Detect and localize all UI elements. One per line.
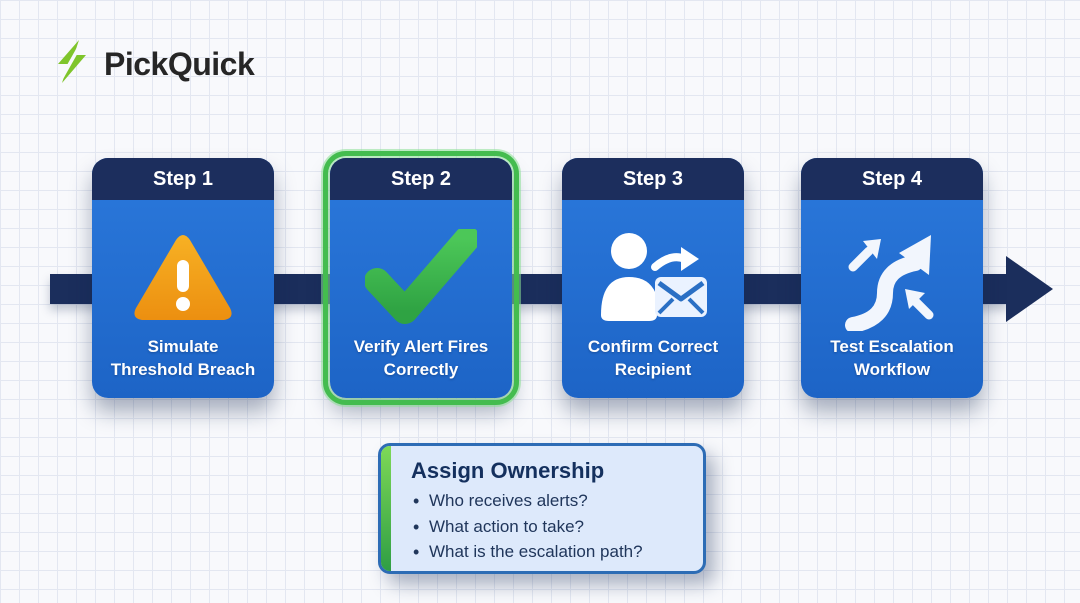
logo-bolt-icon — [52, 40, 94, 89]
callout-bullet: What is the escalation path? — [411, 539, 689, 565]
step-card-4-header: Step 4 — [801, 158, 983, 200]
step-card-1-body: Simulate Threshold Breach — [92, 200, 274, 398]
logo: PickQuick — [52, 40, 255, 89]
step-card-2: Step 2 Verify Alert Fires Correctly — [323, 151, 519, 405]
step-card-3-title: Step 3 — [622, 167, 684, 190]
step-card-3-label: Confirm Correct Recipient — [587, 337, 719, 380]
step-card-2-label: Verify Alert Fires Correctly — [353, 337, 489, 380]
callout-content: Assign Ownership Who receives alerts? Wh… — [381, 446, 703, 571]
warning-triangle-icon — [131, 222, 235, 336]
logo-wordmark: PickQuick — [104, 46, 255, 82]
checkmark-icon — [365, 222, 477, 336]
callout-accent-strip — [381, 446, 391, 571]
assign-ownership-callout: Assign Ownership Who receives alerts? Wh… — [378, 443, 706, 574]
step-card-3-body: Confirm Correct Recipient — [562, 200, 744, 398]
step-card-1: Step 1 Simulate Threshold Breach — [92, 158, 274, 398]
step-card-4: Step 4 Test Escalation Workflow — [801, 158, 983, 398]
step-card-1-header: Step 1 — [92, 158, 274, 200]
callout-bullet: What action to take? — [411, 514, 689, 540]
recipient-mail-icon — [593, 222, 713, 336]
callout-bullet: Who receives alerts? — [411, 488, 689, 514]
step-card-4-body: Test Escalation Workflow — [801, 200, 983, 398]
step-card-3-header: Step 3 — [562, 158, 744, 200]
step-card-1-label: Simulate Threshold Breach — [110, 337, 256, 380]
step-card-2-body: Verify Alert Fires Correctly — [330, 200, 512, 398]
step-card-2-header: Step 2 — [330, 158, 512, 200]
step-card-1-title: Step 1 — [152, 167, 214, 190]
step-card-4-title: Step 4 — [861, 167, 923, 190]
callout-title: Assign Ownership — [411, 458, 605, 483]
timeline-arrowhead-icon — [1006, 256, 1053, 322]
step-card-4-label: Test Escalation Workflow — [830, 337, 954, 380]
escalation-arrows-icon — [833, 222, 951, 336]
step-card-3: Step 3 Confirm Correct Recipient — [562, 158, 744, 398]
step-card-2-title: Step 2 — [390, 167, 452, 190]
callout-bullet-list: Who receives alerts? What action to take… — [411, 488, 689, 565]
